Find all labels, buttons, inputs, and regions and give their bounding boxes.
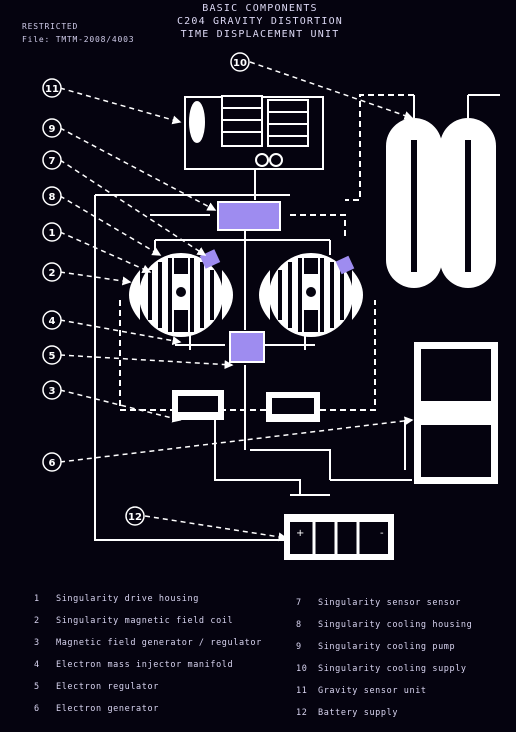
magnetic-field-generators — [172, 390, 320, 422]
callout-1: 1 — [42, 222, 62, 242]
svg-text:3: 3 — [49, 386, 56, 397]
classification-label: RESTRICTED — [22, 22, 79, 31]
svg-text:11: 11 — [45, 84, 59, 95]
gravity-sensor-unit — [184, 95, 324, 170]
svg-text:8: 8 — [49, 192, 56, 203]
battery-supply: + - — [284, 514, 394, 560]
svg-text:7: 7 — [49, 156, 56, 167]
callout-9: 9 — [42, 118, 62, 138]
cooling-pump — [217, 201, 281, 231]
callout-7: 7 — [42, 150, 62, 170]
file-reference: File: TMTM-2008/4003 — [22, 35, 135, 44]
callout-11: 11 — [42, 78, 62, 98]
svg-text:10: 10 — [233, 58, 247, 69]
svg-text:6: 6 — [49, 458, 56, 469]
electron-regulator — [229, 331, 265, 363]
title-line-1: BASIC COMPONENTS — [202, 3, 318, 14]
callout-3: 3 — [42, 380, 62, 400]
svg-text:12: 12 — [128, 512, 142, 523]
title-line-2: C204 GRAVITY DISTORTION — [176, 16, 344, 27]
electron-generator — [414, 342, 498, 484]
cooling-supply-tanks — [386, 95, 496, 288]
callout-5: 5 — [42, 345, 62, 365]
svg-text:5: 5 — [49, 351, 56, 362]
svg-text:4: 4 — [49, 316, 56, 327]
diagram-title: BASIC COMPONENTS C204 GRAVITY DISTORTION… — [150, 2, 370, 41]
battery-minus-terminal: - — [380, 528, 384, 539]
singularity-drive-housing-left — [129, 249, 233, 337]
svg-text:1: 1 — [49, 228, 56, 239]
singularity-drive-housing-right — [259, 253, 363, 337]
svg-text:9: 9 — [49, 124, 56, 135]
callout-6: 6 — [42, 452, 62, 472]
battery-plus-terminal: + — [296, 528, 304, 539]
callout-markers: 11 10 9 7 8 1 2 4 5 3 6 12 — [42, 52, 250, 526]
svg-text:2: 2 — [49, 268, 56, 279]
callout-8: 8 — [42, 186, 62, 206]
callout-12: 12 — [125, 506, 145, 526]
callout-4: 4 — [42, 310, 62, 330]
callout-2: 2 — [42, 262, 62, 282]
callout-10: 10 — [230, 52, 250, 72]
title-line-3: TIME DISPLACEMENT UNIT — [180, 29, 340, 40]
callout-leaders — [59, 61, 414, 542]
